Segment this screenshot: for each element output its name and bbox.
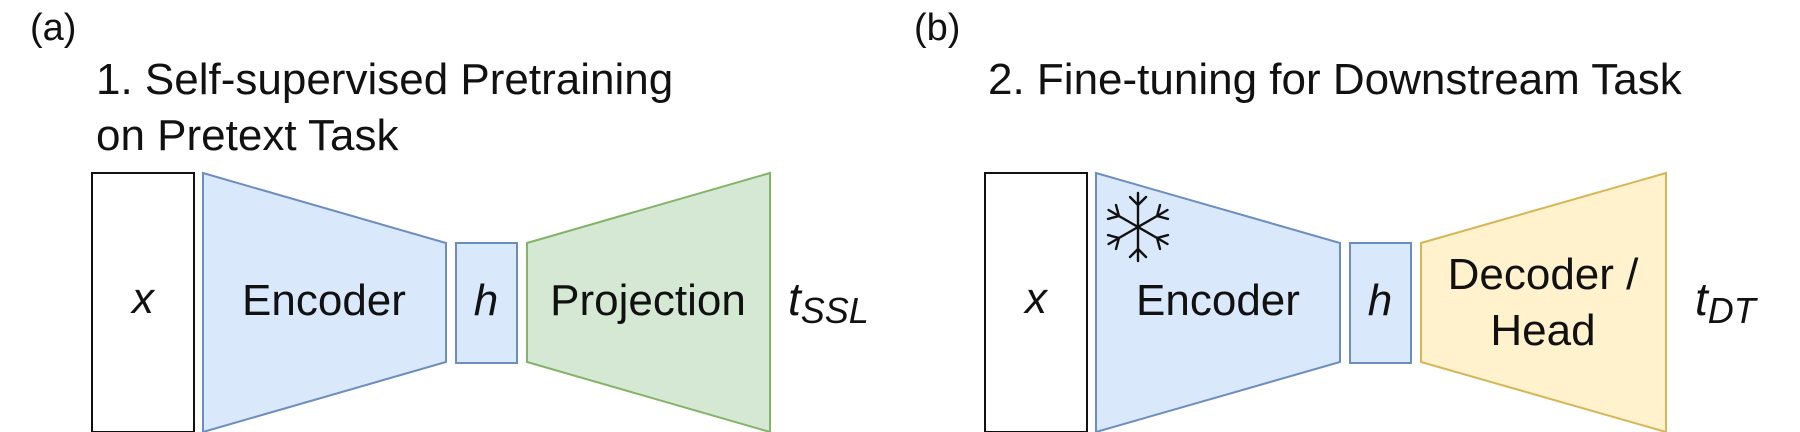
panel-b-encoder-label: Encoder (1136, 276, 1300, 325)
panel-a-output-sub: SSL (801, 290, 869, 331)
panel-a-latent-box (455, 242, 518, 364)
panel-a: (a) 1. Self-supervised Pretraining on Pr… (30, 7, 869, 432)
panel-a-title-line1: 1. Self-supervised Pretraining (96, 55, 673, 104)
panel-b-input-box (984, 172, 1088, 432)
panel-a-input-box (91, 172, 195, 432)
panel-a-latent-label: h (474, 276, 498, 325)
panel-a-encoder-label: Encoder (242, 276, 406, 325)
panel-b-latent-label: h (1368, 276, 1392, 325)
panel-b-input-label: x (1023, 274, 1049, 323)
panel-b-output-main: t (1695, 273, 1710, 325)
panel-a-output-main: t (788, 273, 803, 325)
panel-b-title: 2. Fine-tuning for Downstream Task (988, 55, 1683, 104)
panel-b-tag: (b) (914, 7, 960, 49)
panel-a-input-label: x (130, 274, 156, 323)
panel-b-output-sub: DT (1708, 290, 1759, 331)
panel-b: (b) 2. Fine-tuning for Downstream Task x… (914, 7, 1759, 432)
panel-a-output-label: tSSL (788, 273, 869, 331)
snowflake-icon (1106, 191, 1170, 263)
panel-b-decoder-head (1420, 171, 1667, 432)
panel-b-head-label-line1: Decoder / (1448, 250, 1640, 299)
panel-a-projection-label: Projection (550, 276, 746, 325)
panel-a-encoder (202, 171, 447, 432)
panel-a-projection (526, 171, 771, 432)
panel-b-output-label: tDT (1695, 273, 1759, 331)
panel-a-tag: (a) (30, 7, 76, 49)
panel-a-title-line2: on Pretext Task (96, 111, 399, 160)
panel-b-latent-box (1349, 242, 1412, 364)
panel-b-head-label-line2: Head (1490, 306, 1595, 355)
